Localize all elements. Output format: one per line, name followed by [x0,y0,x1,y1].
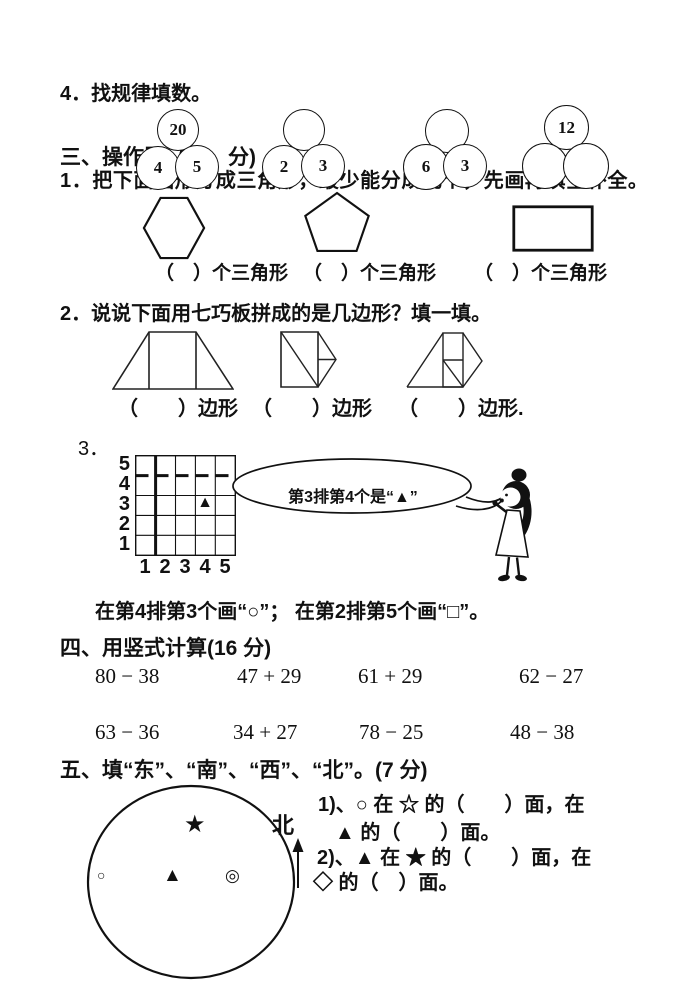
calc-48-38: 48 − 38 [510,720,575,744]
pyramid-1-top-circle: 20 [157,109,199,151]
pyramid-4-left-circle [522,143,568,189]
pentagon-shape [304,191,370,253]
section5-line-3: 2)、▲ 在 ★ 的（ ）面，在 [317,847,592,869]
pyramid-4-right-circle [563,143,609,189]
grid-col-label-1: 1 [139,556,151,578]
girl-figure [492,468,532,582]
grid-row-label-4: 4 [118,473,130,495]
section5-title: 五、填“东”、“南”、“西”、“北”。(7 分) [60,759,428,782]
pyramid-2-right-circle: 3 [301,144,345,188]
north-arrow-icon [292,838,304,888]
target-symbol: ◎ [225,866,240,885]
section5-line-4: ◇ 的（ ）面。 [313,872,459,894]
calc-61-29: 61 + 29 [358,664,423,688]
pyramid-1-left-circle: 4 [136,146,180,190]
speech-bubble [232,458,507,514]
polygon-blank-3: （ ）边形. [398,398,524,420]
grid-col-label-3: 3 [179,556,191,578]
grid-row-label-3: 3 [118,493,130,515]
grid-row-label-5: 5 [118,453,130,475]
grid-triangle-marker: ▲ [197,494,213,511]
q3-instruction: 在第4排第3个画“○”； 在第2排第5个画“□”。 [95,601,490,623]
q3-label: 3． [78,438,110,460]
q2-text: 2．说说下面用七巧板拼成的是几边形？填一填。 [60,303,492,325]
pyramid-3-left-circle: 6 [403,144,449,190]
coordinate-grid [135,455,236,556]
triangle-blank-3: （ ）个三角形 [474,263,608,284]
calc-34-27: 34 + 27 [233,720,298,744]
pyramid-1-right-circle: 5 [175,145,219,189]
pyramid-4-top-circle: 12 [544,105,589,150]
calc-62-27: 62 − 27 [519,664,584,688]
grid-row-label-2: 2 [118,513,130,535]
calc-78-25: 78 − 25 [359,720,424,744]
speech-bubble-text: 第3排第4个是“▲” [288,489,418,506]
tangram-square-triangle [280,331,337,388]
calc-80-38: 80 − 38 [95,664,160,688]
pyramid-2-left-circle: 2 [262,145,306,189]
circle-symbol: ○ [97,867,106,883]
triangle-blank-1: （ ）个三角形 [155,263,289,284]
grid-col-label-4: 4 [199,556,211,578]
grid-row-label-1: 1 [118,533,130,555]
triangle-symbol: ▲ [163,865,182,886]
direction-circle [86,784,296,980]
calc-47-29: 47 + 29 [237,664,302,688]
q4-label: 4．找规律填数。 [60,83,212,105]
triangle-blank-2: （ ）个三角形 [303,263,437,284]
hexagon-shape [142,196,206,260]
tangram-trapezoid [112,331,234,390]
section4-title: 四、用竖式计算(16 分) [60,637,272,660]
tangram-hexagon [406,332,483,388]
rectangle-shape [512,205,594,252]
section5-line-1: 1)、○ 在 ☆ 的（ ）面，在 [318,794,585,816]
calc-63-36: 63 − 36 [95,720,160,744]
section5-line-2: ▲ 的（ ）面。 [335,822,501,844]
north-label: 北 [272,813,295,838]
polygon-blank-2: （ ）边形 [252,398,372,420]
grid-col-label-5: 5 [219,556,231,578]
polygon-blank-1: （ ）边形 [118,398,238,420]
pyramid-3-right-circle: 3 [443,144,487,188]
star-symbol: ★ [184,811,206,838]
grid-col-label-2: 2 [159,556,171,578]
